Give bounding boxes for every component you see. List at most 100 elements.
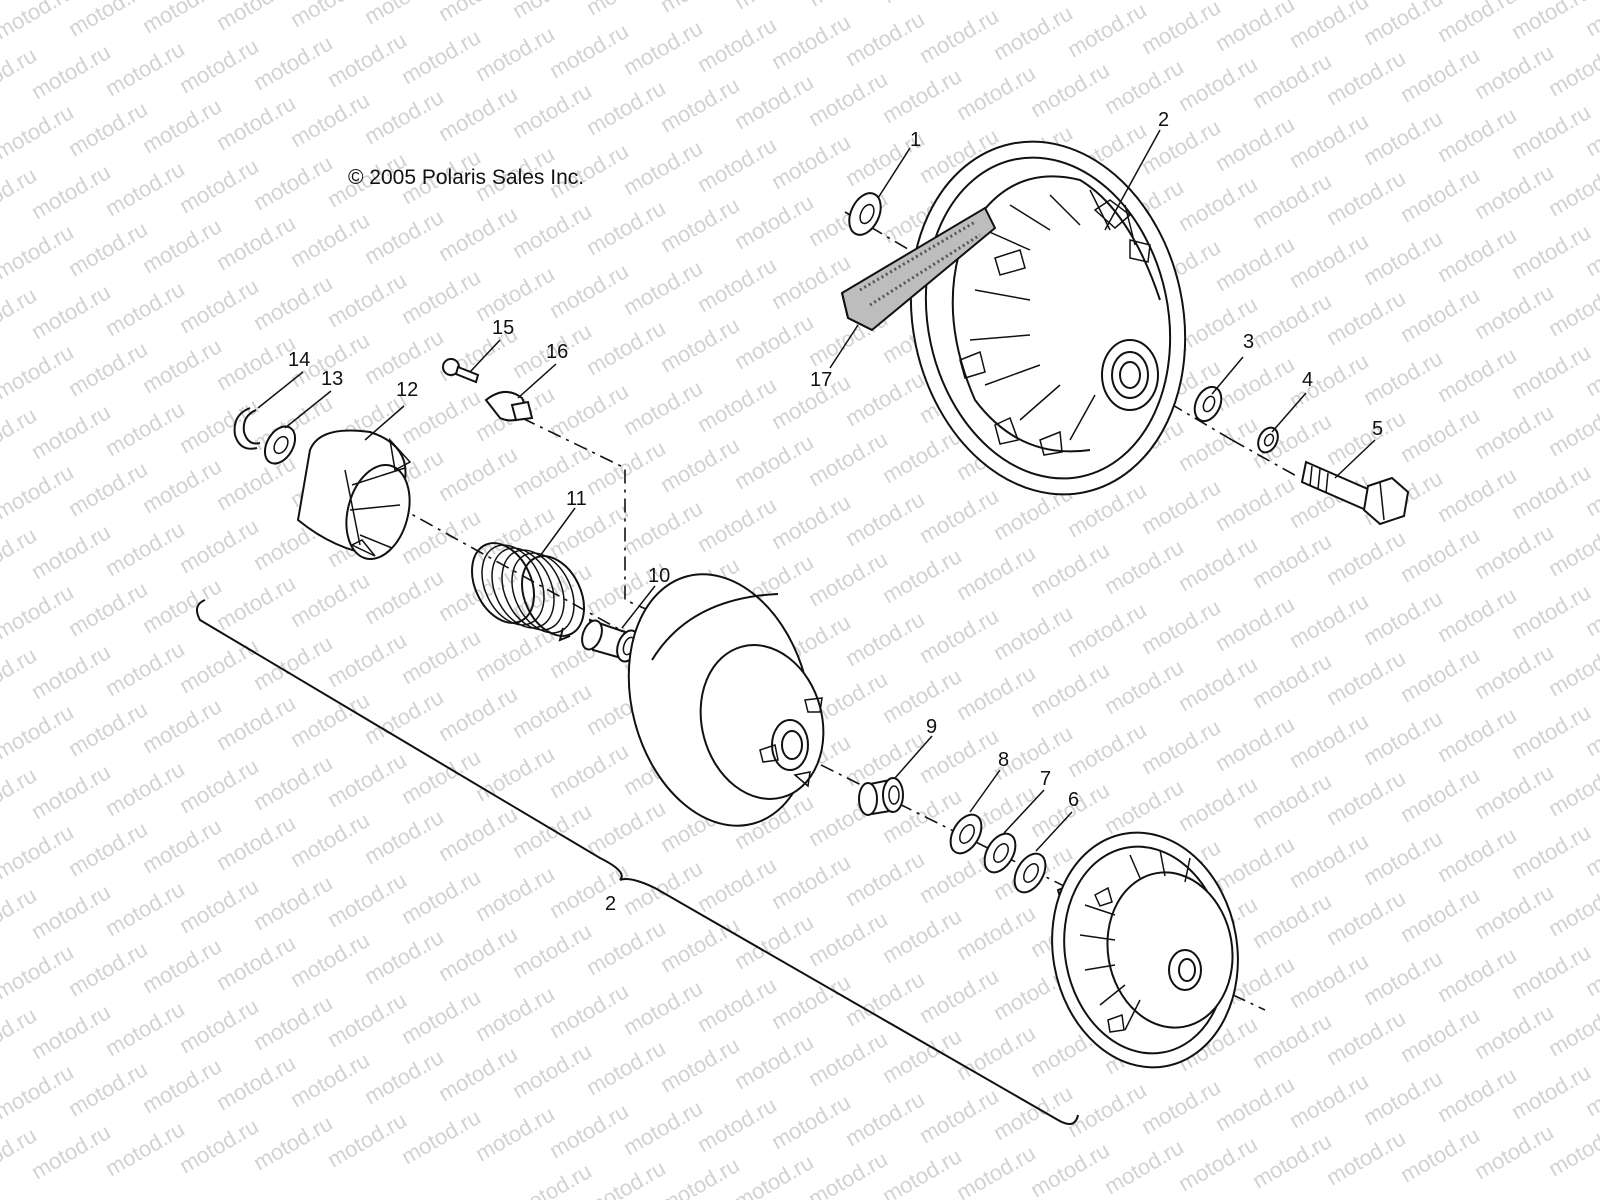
watermark-text: motod.ru xyxy=(767,969,855,1034)
watermark-text: motod.ru xyxy=(286,927,374,992)
watermark-text: motod.ru xyxy=(1544,636,1600,701)
watermark-text: motod.ru xyxy=(656,192,744,257)
watermark-text: motod.ru xyxy=(101,36,189,101)
watermark-text: motod.ru xyxy=(286,207,374,272)
watermark-text: motod.ru xyxy=(138,453,226,518)
watermark-text: motod.ru xyxy=(27,639,115,704)
watermark-text: motod.ru xyxy=(841,846,929,911)
watermark-text: motod.ru xyxy=(286,0,374,32)
watermark-text: motod.ru xyxy=(878,0,966,8)
watermark-text: motod.ru xyxy=(1211,111,1299,176)
watermark-text: motod.ru xyxy=(915,963,1003,1028)
watermark-text: motod.ru xyxy=(656,1032,744,1097)
watermark-text: motod.ru xyxy=(1322,645,1410,710)
watermark-text: motod.ru xyxy=(397,984,485,1049)
watermark-text: motod.ru xyxy=(952,60,1040,125)
watermark-text: motod.ru xyxy=(582,1155,670,1200)
watermark-text: motod.ru xyxy=(1248,768,1336,833)
watermark-text: motod.ru xyxy=(101,1116,189,1181)
watermark-text: motod.ru xyxy=(878,663,966,728)
watermark-text: motod.ru xyxy=(804,546,892,611)
watermark-text: motod.ru xyxy=(1137,1074,1225,1139)
callout-1: 1 xyxy=(910,129,921,151)
watermark-text: motod.ru xyxy=(1470,399,1558,464)
watermark-text: motod.ru xyxy=(434,921,522,986)
watermark-text: motod.ru xyxy=(545,1098,633,1163)
watermark-text: motod.ru xyxy=(1322,525,1410,590)
watermark-text: motod.ru xyxy=(1285,108,1373,173)
watermark-text: motod.ru xyxy=(397,264,485,329)
watermark-text: motod.ru xyxy=(397,624,485,689)
watermark-text: motod.ru xyxy=(1248,1008,1336,1073)
callout-12: 12 xyxy=(396,379,418,401)
callout-2: 2 xyxy=(1158,109,1169,131)
part-11-spring xyxy=(471,542,585,642)
watermark-text: motod.ru xyxy=(730,909,818,974)
watermark-text: motod.ru xyxy=(841,1086,929,1151)
watermark-text: motod.ru xyxy=(138,213,226,278)
watermark-text: motod.ru xyxy=(175,1113,263,1178)
watermark-text: motod.ru xyxy=(471,981,559,1046)
watermark-text: motod.ru xyxy=(1433,342,1521,407)
watermark-text: motod.ru xyxy=(1544,1116,1600,1181)
watermark-text: motod.ru xyxy=(767,9,855,74)
watermark-text: motod.ru xyxy=(1470,999,1558,1064)
watermark-text: motod.ru xyxy=(323,267,411,332)
watermark-text: motod.ru xyxy=(878,1143,966,1200)
watermark-text: motod.ru xyxy=(1211,711,1299,776)
watermark-text: motod.ru xyxy=(1433,102,1521,167)
watermark-text: motod.ru xyxy=(656,912,744,977)
watermark-text: motod.ru xyxy=(508,198,596,263)
watermark-text: motod.ru xyxy=(730,69,818,134)
watermark-text: motod.ru xyxy=(175,753,263,818)
watermark-text: motod.ru xyxy=(656,312,744,377)
watermark-text: motod.ru xyxy=(101,636,189,701)
watermark-text: motod.ru xyxy=(1063,1077,1151,1142)
watermark-text: motod.ru xyxy=(286,1047,374,1112)
watermark-text: motod.ru xyxy=(693,972,781,1037)
watermark-text: motod.ru xyxy=(1507,219,1595,284)
watermark-text: motod.ru xyxy=(138,813,226,878)
callout-16: 16 xyxy=(546,341,568,363)
watermark-text: motod.ru xyxy=(1137,594,1225,659)
watermark-text: motod.ru xyxy=(175,273,263,338)
watermark-text: motod.ru xyxy=(471,261,559,326)
watermark-text: motod.ru xyxy=(212,690,300,755)
watermark-text: motod.ru xyxy=(1322,1005,1410,1070)
watermark-text: motod.ru xyxy=(508,1038,596,1103)
watermark-text: motod.ru xyxy=(471,21,559,86)
watermark-text: motod.ru xyxy=(1544,36,1600,101)
watermark-text: motod.ru xyxy=(249,270,337,335)
watermark-text: motod.ru xyxy=(27,39,115,104)
watermark-text: motod.ru xyxy=(693,132,781,197)
watermark-text: motod.ru xyxy=(508,918,596,983)
watermark-text: motod.ru xyxy=(1063,0,1151,62)
watermark-text: motod.ru xyxy=(286,87,374,152)
part-14-snap-ring xyxy=(233,407,261,450)
watermark-text: motod.ru xyxy=(27,879,115,944)
watermark-text: motod.ru xyxy=(0,459,78,524)
watermark-text: motod.ru xyxy=(249,150,337,215)
watermark-text: motod.ru xyxy=(1396,42,1484,107)
watermark-text: motod.ru xyxy=(1174,771,1262,836)
watermark-text: motod.ru xyxy=(545,18,633,83)
watermark-text: motod.ru xyxy=(323,627,411,692)
watermark-text: motod.ru xyxy=(545,738,633,803)
watermark-text: motod.ru xyxy=(360,204,448,269)
watermark-text: motod.ru xyxy=(1507,939,1595,1004)
watermark-text: motod.ru xyxy=(1433,1062,1521,1127)
watermark-text: motod.ru xyxy=(101,156,189,221)
watermark-text: motod.ru xyxy=(1285,948,1373,1013)
watermark-text: motod.ru xyxy=(138,0,226,38)
watermark-text: motod.ru xyxy=(1544,756,1600,821)
watermark-text: motod.ru xyxy=(323,987,411,1052)
watermark-text: motod.ru xyxy=(1137,474,1225,539)
watermark-text: motod.ru xyxy=(582,75,670,140)
watermark-text: motod.ru xyxy=(212,810,300,875)
watermark-text: motod.ru xyxy=(1322,765,1410,830)
watermark-text: motod.ru xyxy=(915,3,1003,68)
watermark-text: motod.ru xyxy=(323,1107,411,1172)
watermark-text: motod.ru xyxy=(175,153,263,218)
